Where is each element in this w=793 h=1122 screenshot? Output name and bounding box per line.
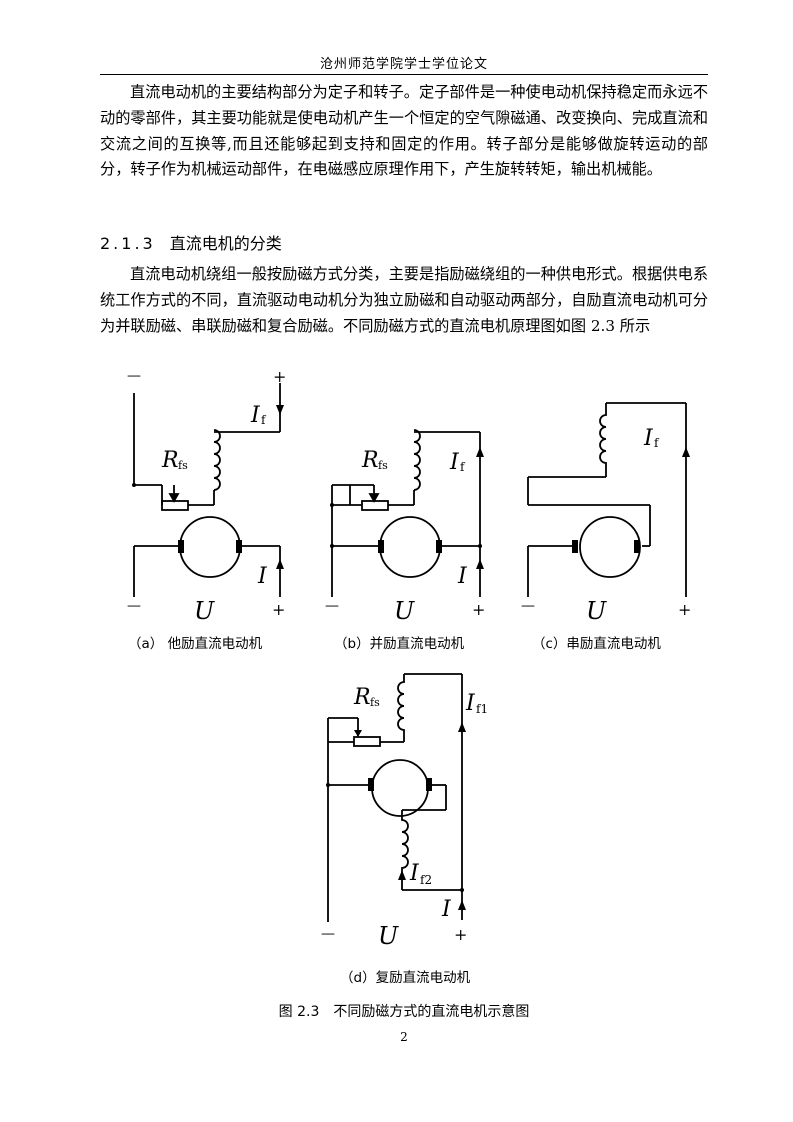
resistor-label: R <box>353 685 371 710</box>
voltage-label: U <box>394 597 415 625</box>
figure-caption: 图 2.3 不同励磁方式的直流电机示意图 <box>278 1004 530 1020</box>
page-header: 沧州师范学院学士学位论文 <box>319 57 488 72</box>
current-subscript: f2 <box>420 873 432 887</box>
plus-terminal-top: + <box>273 367 286 386</box>
section-number: 2.1.3 <box>100 234 156 253</box>
current-subscript: f1 <box>476 702 488 716</box>
current-label: I <box>465 691 476 716</box>
current-label: I <box>250 403 261 428</box>
minus-terminal: — <box>325 598 339 614</box>
circuit-diagram-c: I f — + U <box>521 402 691 625</box>
circuit-diagram-d: R fs I f1 I f2 I — + U <box>321 673 488 950</box>
subcaption-a: （a） 他励直流电动机 <box>128 636 263 652</box>
resistor-subscript: fs <box>370 696 380 709</box>
minus-terminal: — <box>321 926 335 942</box>
voltage-label: U <box>586 597 607 625</box>
resistor-label: R <box>161 448 179 473</box>
voltage-label: U <box>378 922 399 950</box>
current-label: I <box>409 861 420 886</box>
plus-terminal: + <box>272 600 285 619</box>
page-number: 2 <box>400 1030 408 1044</box>
current-subscript: f <box>460 460 466 474</box>
plus-terminal: + <box>472 600 485 619</box>
resistor-label: R <box>361 448 379 473</box>
current-label: I <box>643 426 654 451</box>
subcaption-c: （c）串励直流电动机 <box>532 636 661 652</box>
circuit-diagram-a: — + I f R fs I — + U <box>127 367 286 625</box>
resistor-subscript: fs <box>178 459 188 472</box>
voltage-label: U <box>194 597 215 625</box>
current-label: I <box>441 897 452 922</box>
header-rule <box>100 74 708 75</box>
circuit-diagram-b: R fs I f I — + U <box>325 429 485 625</box>
section-heading: 2.1.3 直流电机的分类 <box>100 230 282 254</box>
current-label: I <box>449 450 460 475</box>
subcaption-b: （b）并励直流电动机 <box>334 636 465 652</box>
paragraph-classification: 直流电动机绕组一般按励磁方式分类，主要是指励磁绕组的一种供电形式。根据供电系统工… <box>100 265 708 335</box>
subcaption-d: （d）复励直流电动机 <box>340 970 471 986</box>
minus-terminal: — <box>127 598 141 614</box>
current-subscript: f <box>261 413 267 427</box>
current-subscript: f <box>654 436 660 450</box>
section-title: 直流电机的分类 <box>169 234 282 253</box>
current-label: I <box>457 564 468 589</box>
current-label: I <box>257 564 268 589</box>
resistor-subscript: fs <box>378 459 388 472</box>
minus-terminal-top: — <box>127 368 141 384</box>
plus-terminal: + <box>678 600 691 619</box>
minus-terminal: — <box>521 598 535 614</box>
plus-terminal: + <box>454 925 467 944</box>
paragraph-structure: 直流电动机的主要结构部分为定子和转子。定子部件是一种使电动机保持稳定而永远不动的… <box>100 83 708 179</box>
